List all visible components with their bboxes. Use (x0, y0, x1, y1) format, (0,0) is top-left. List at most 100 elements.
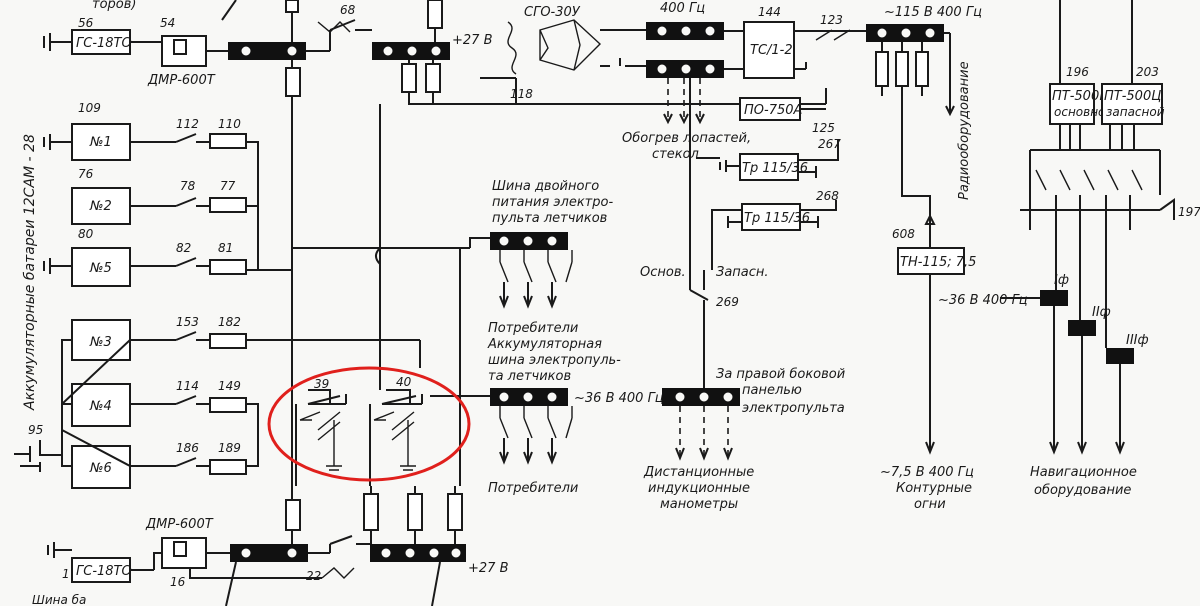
label-82: 82 (176, 241, 191, 255)
fuse-left-top (285, 67, 301, 97)
transformer-tr2 (741, 203, 801, 231)
panel-label-1: За правой боковой (716, 367, 845, 382)
nav-label-2: оборудование (1034, 483, 1131, 498)
accbus-label-3: та летчиков (488, 369, 571, 384)
v115-label: ~115 В 400 Гц (884, 5, 982, 20)
battery-5-label: №5 (89, 261, 112, 276)
tn115-group: 608 ТН-115; 7,5 ~7,5 В 400 Гц Контурные … (880, 96, 1028, 512)
gs18to-bottom-label: ГС-18ТО (76, 564, 132, 579)
pt-main-label-2: основной (1054, 105, 1113, 119)
bottom-fragment-label: Шина ба (32, 593, 86, 606)
generator-top-group: торов) 56 ГС-18ТО 54 ДМР-600Т 68 +27 В (43, 0, 827, 548)
dmr-top-label: ДМР-600Т (147, 73, 216, 88)
label-68: 68 (340, 3, 356, 17)
phase-1-bus (1040, 290, 1068, 306)
tr1-label: Тр 115/36 (742, 161, 808, 176)
dist-label-1: Дистанционные (643, 465, 754, 480)
bus2-label-2: питания электро- (492, 195, 613, 210)
battery-6-label: №6 (89, 461, 112, 476)
label-112: 112 (176, 117, 199, 131)
po750a-label: ПО-750А (744, 103, 802, 118)
nav-label-1: Навигационное (1030, 465, 1137, 480)
label-149: 149 (218, 379, 241, 393)
contour-label-1: ~7,5 В 400 Гц (880, 465, 974, 480)
phase-3-bus (1106, 348, 1134, 364)
inverter-pt500-reserve (1101, 83, 1163, 125)
phase-3-label: IIIф (1126, 333, 1149, 348)
accumulator-bus: ~36 В 400 Гц Потребители (430, 388, 664, 496)
highlight-ellipse (267, 366, 471, 482)
dmr-bottom-label: ДМР-600Т (145, 517, 214, 532)
ground-symbol (43, 33, 72, 51)
consumers-label-1: Потребители (488, 321, 578, 336)
label-123: 123 (820, 13, 843, 27)
battery-2-label: №2 (89, 199, 112, 214)
generator-gs18to-top (71, 29, 131, 55)
label-110: 110 (218, 117, 241, 131)
panel-label-2: панелью (742, 383, 802, 398)
generator-gs18to-bottom (71, 557, 131, 583)
label-114: 114 (176, 379, 199, 393)
v36-right-label: ~36 В 400 Гц (938, 293, 1028, 308)
label-81: 81 (218, 241, 233, 255)
label-80: 80 (78, 227, 94, 241)
label-109: 109 (78, 101, 101, 115)
consumers-label-2: Потребители (488, 481, 578, 496)
v36-mid-label: ~36 В 400 Гц (574, 391, 664, 406)
label-78: 78 (180, 179, 196, 193)
label-39: 39 (314, 377, 329, 391)
dist-label-3: манометры (660, 497, 738, 512)
label-118: 118 (510, 87, 533, 101)
phase-1-label: Iф (1054, 273, 1069, 288)
pt-res-label-1: ПТ-500Ц (1104, 89, 1161, 104)
inverter-pt500-main (1049, 83, 1095, 125)
panel-36v-bus: За правой боковой панелью электропульта … (643, 367, 845, 512)
osnov-label: Основ. (640, 265, 686, 280)
plus27-top-label: +27 В (452, 33, 493, 48)
label-54: 54 (160, 16, 175, 30)
label-95: 95 (28, 423, 43, 437)
generator-bus-top (228, 42, 306, 60)
bus2-label-3: пульта летчиков (492, 211, 607, 226)
contour-label-2: Контурные (896, 481, 972, 496)
tn115-label: ТН-115; 7,5 (900, 255, 976, 270)
label-189: 189 (218, 441, 241, 455)
phase-2-label: IIф (1092, 305, 1111, 320)
label-16: 16 (170, 575, 186, 589)
battery-section: Аккумуляторные батареи 12САМ - 28 109 №1… (14, 101, 292, 489)
label-76: 76 (78, 167, 94, 181)
label-125: 125 (812, 121, 835, 135)
label-144: 144 (758, 5, 781, 19)
label-268: 268 (816, 189, 839, 203)
tr2-label: Тр 115/36 (744, 211, 810, 226)
label-267: 267 (818, 137, 841, 151)
relays-39-40: 39 40 (267, 366, 471, 486)
accbus-label-1: Аккумуляторная (487, 337, 602, 352)
bus2-label-1: Шина двойного (492, 179, 599, 194)
label-269: 269 (716, 295, 739, 309)
batteries-side-label: Аккумуляторные батареи 12САМ - 28 (22, 134, 38, 411)
phase-2-bus (1068, 320, 1096, 336)
navigation-group: 196 ПТ-500Ц основной 203 ПТ-500Ц запасно… (1000, 0, 1200, 498)
accbus-label-2: шина электропуль- (488, 353, 621, 368)
pt-main-label-1: ПТ-500Ц (1052, 89, 1109, 104)
gs18to-top-label: ГС-18ТО (76, 36, 132, 51)
transformers-115-36: 267 Тр 115/36 268 Тр 115/36 Основ. Запас… (640, 78, 841, 396)
battery-4-label: №4 (89, 399, 112, 414)
panel-label-3: электропульта (742, 401, 845, 416)
label-1: 1 (62, 567, 70, 581)
top-fragment-label: торов) (92, 0, 136, 12)
label-153: 153 (176, 315, 199, 329)
main-bus-bottom (370, 544, 466, 562)
dist-label-2: индукционные (648, 481, 750, 496)
label-608: 608 (892, 227, 915, 241)
hz400-top-label: 400 Гц (660, 1, 705, 16)
heat-label-2: стекол (652, 147, 699, 162)
contour-label-3: огни (914, 497, 946, 512)
battery-3-label: №3 (89, 335, 112, 350)
transformer-ts12 (743, 21, 795, 79)
heat-label-1: Обогрев лопастей, (622, 131, 751, 146)
generator-bus-bottom (230, 544, 308, 562)
